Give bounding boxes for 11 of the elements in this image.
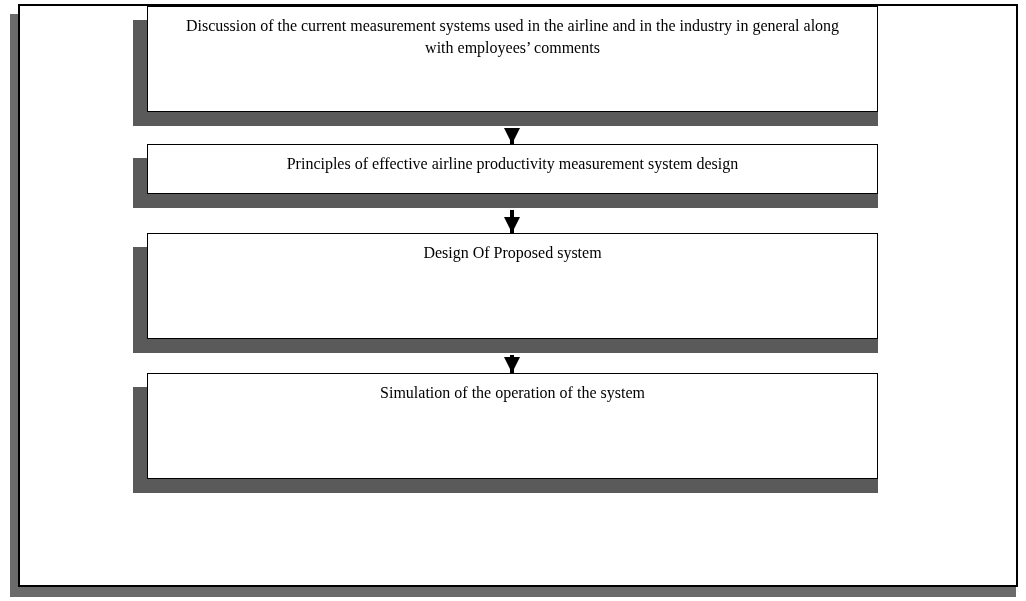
arrow [504, 210, 520, 233]
box-text: Principles of effective airline productivity measurement system design [286, 154, 739, 175]
process-box [147, 144, 878, 194]
arrow [504, 355, 520, 373]
box-text: Simulation of the operation of the system [380, 383, 645, 404]
box-text: Design Of Proposed system [423, 243, 602, 264]
process-box [147, 6, 878, 112]
box-text: Discussion of the current measurement systems used in the airline and in the industry in general along with employees’ comments [184, 16, 841, 59]
process-box [147, 233, 878, 339]
process-box [147, 373, 878, 479]
arrow [504, 128, 520, 144]
